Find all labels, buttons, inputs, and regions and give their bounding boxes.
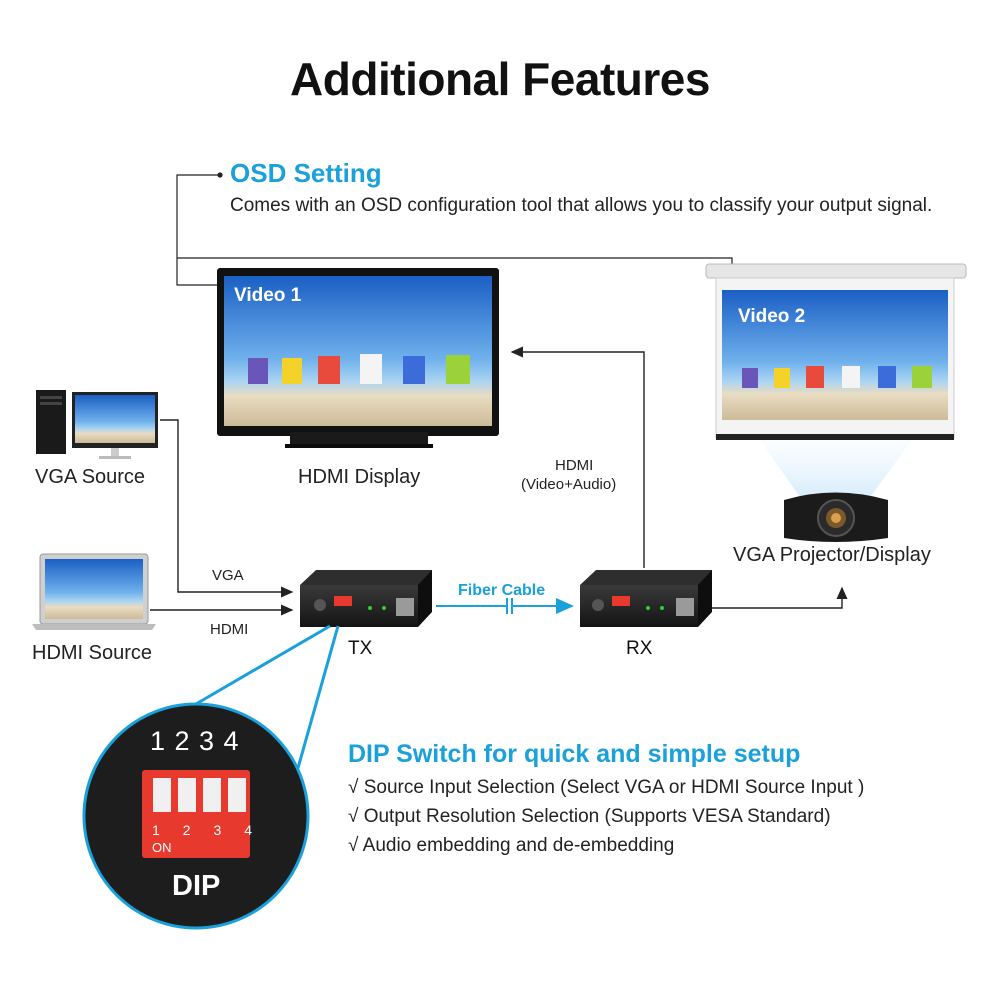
page-title: Additional Features (290, 53, 710, 105)
dip-heading: DIP Switch for quick and simple setup (348, 740, 801, 768)
tx-device (300, 570, 432, 627)
osd-heading: OSD Setting (230, 158, 382, 188)
hdmi-output-sublabel: (Video+Audio) (521, 476, 617, 493)
dip-switch-1 (153, 778, 171, 812)
feature-item: √ Output Resolution Selection (Supports … (348, 806, 831, 827)
beach-chairs-right (742, 366, 932, 388)
vga-connection-label: VGA (212, 567, 244, 584)
feature-item: √ Audio embedding and de-embedding (348, 835, 675, 856)
projector-icon (784, 492, 888, 542)
dip-switch-3 (203, 778, 221, 812)
tx-label: TX (348, 638, 373, 659)
dip-brand-label: DIP (172, 870, 221, 902)
fiber-cable-label: Fiber Cable (458, 582, 546, 599)
rx-label: RX (626, 638, 653, 659)
projector-beam (760, 440, 912, 500)
dip-zoom-circle (82, 702, 310, 930)
dip-switch-4 (228, 778, 246, 812)
dip-numbers-top: 1 2 3 4 (150, 726, 240, 756)
hdmi-display-label: HDMI Display (298, 466, 421, 488)
connection-lines (150, 346, 848, 616)
vga-source-computer (36, 390, 158, 459)
osd-description: Comes with an OSD configuration tool tha… (230, 195, 933, 216)
video2-label: Video 2 (738, 306, 806, 327)
video1-label: Video 1 (234, 285, 302, 306)
hdmi-source-label: HDMI Source (32, 642, 153, 664)
rx-device (580, 570, 712, 627)
fiber-cable (436, 598, 574, 614)
dip-on-label: ON (152, 840, 172, 855)
dip-callout-lines (195, 624, 340, 769)
dip-switch-number: 1 (152, 822, 160, 838)
hdmi-display-tv (217, 268, 499, 448)
dip-switch-2 (178, 778, 196, 812)
vga-source-label: VGA Source (35, 466, 146, 488)
dip-switch-number-row: 1 2 3 4 (152, 822, 252, 838)
beach-chairs-left (248, 354, 470, 384)
hdmi-output-label: HDMI (555, 457, 594, 474)
dip-switch-number: 4 (244, 822, 252, 838)
vga-projector-label: VGA Projector/Display (733, 544, 931, 566)
feature-item: √ Source Input Selection (Select VGA or … (348, 777, 865, 798)
dip-switch-number: 2 (182, 822, 191, 838)
hdmi-source-laptop (32, 553, 156, 630)
projection-screen (705, 263, 967, 440)
dip-switch-number: 3 (213, 822, 222, 838)
hdmi-connection-label: HDMI (210, 621, 249, 638)
